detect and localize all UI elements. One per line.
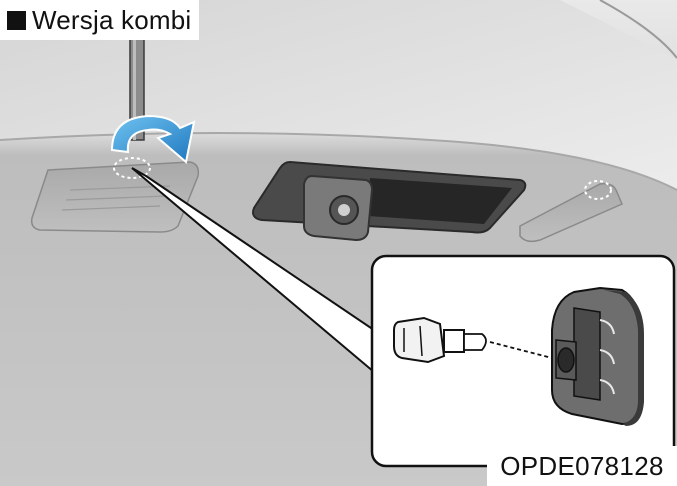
lamp-release-point-left bbox=[113, 157, 151, 179]
rotate-arrow-icon bbox=[110, 114, 196, 164]
camera-grille bbox=[368, 178, 512, 224]
variant-label-box: Wersja kombi bbox=[0, 0, 200, 40]
lamp-housing-detail bbox=[551, 286, 644, 426]
variant-label: Wersja kombi bbox=[32, 4, 192, 35]
left-license-lamp bbox=[30, 161, 200, 233]
figure-code-box: OPDE078128 bbox=[487, 446, 677, 486]
body-right-edge bbox=[599, 0, 677, 59]
rear-camera-lens-center bbox=[338, 204, 350, 216]
black-square-icon bbox=[7, 10, 26, 30]
alignment-line bbox=[489, 341, 561, 361]
bulb-socket bbox=[393, 316, 465, 364]
lamp-release-point-right bbox=[584, 180, 612, 200]
wedge-bulb bbox=[463, 333, 487, 351]
screwdriver-shaft-highlight bbox=[133, 0, 136, 140]
figure-code: OPDE078128 bbox=[500, 450, 664, 481]
body-upper-surface bbox=[0, 0, 677, 190]
